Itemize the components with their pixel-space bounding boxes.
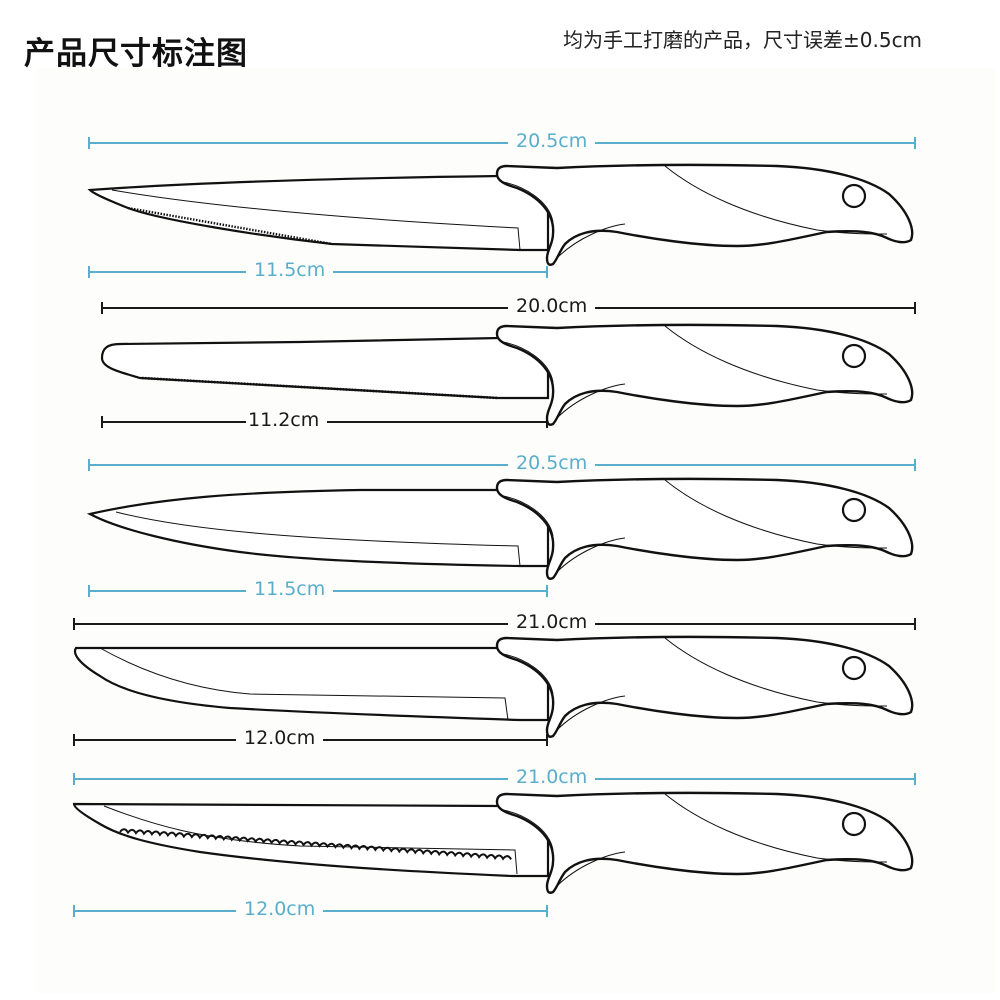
dimension-cap-right xyxy=(914,618,916,630)
dimension-cap-left xyxy=(101,416,103,428)
dimension-cap-left xyxy=(88,585,90,597)
dimension-cap-left xyxy=(88,266,90,278)
dimension-cap-left xyxy=(73,618,75,630)
knife-4-handle xyxy=(495,635,914,738)
dimension-line xyxy=(73,778,916,780)
total-length-label: 21.0cm xyxy=(508,610,596,634)
total-length-label: 20.5cm xyxy=(508,129,596,153)
blade-length-label: 11.5cm xyxy=(246,577,334,601)
blade-length-label: 12.0cm xyxy=(236,726,324,750)
dimension-cap-right xyxy=(546,734,548,746)
knife-1-handle xyxy=(495,163,914,266)
page-title: 产品尺寸标注图 xyxy=(24,36,248,72)
dimension-cap-right xyxy=(546,266,548,278)
blade-length-label: 12.0cm xyxy=(236,897,324,921)
dimension-cap-right xyxy=(914,459,916,471)
knife-5-handle xyxy=(495,791,914,894)
dimension-cap-left xyxy=(88,137,90,149)
total-length-label: 20.0cm xyxy=(508,294,596,318)
blade-length-label: 11.5cm xyxy=(246,258,334,282)
dimension-cap-right xyxy=(914,302,916,314)
knife-3-handle xyxy=(495,477,914,580)
knife-2-drawing xyxy=(100,323,914,426)
dimension-cap-right xyxy=(914,137,916,149)
dimension-line xyxy=(88,142,916,144)
dimension-cap-left xyxy=(88,459,90,471)
knife-2-handle xyxy=(495,323,914,426)
total-length-label: 20.5cm xyxy=(508,451,596,475)
dimension-cap-left xyxy=(73,905,75,917)
knife-4-drawing xyxy=(73,635,914,738)
dimension-cap-left xyxy=(101,302,103,314)
knife-5-drawing xyxy=(72,791,914,894)
dimension-cap-right xyxy=(914,773,916,785)
total-length-label: 21.0cm xyxy=(508,765,596,789)
knife-1-drawing xyxy=(87,163,914,266)
dimension-cap-left xyxy=(73,734,75,746)
dimension-cap-right xyxy=(546,585,548,597)
tolerance-note: 均为手工打磨的产品，尺寸误差±0.5cm xyxy=(563,28,923,52)
dimension-line xyxy=(88,464,916,466)
dimension-cap-left xyxy=(73,773,75,785)
blade-length-label: 11.2cm xyxy=(246,408,328,432)
dimension-line xyxy=(73,623,916,625)
knife-3-drawing xyxy=(86,477,914,580)
dimension-cap-right xyxy=(546,905,548,917)
